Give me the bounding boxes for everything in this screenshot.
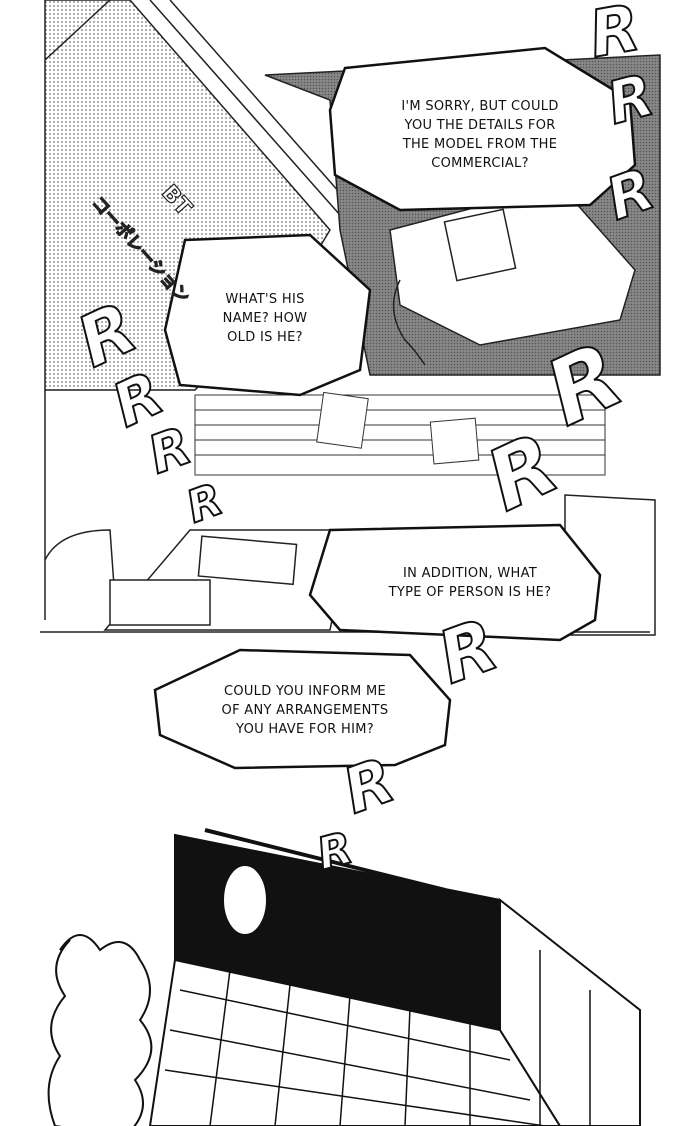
sound-effect-r: R [583, 0, 646, 74]
balloon-line: YOU THE DETAILS FOR [404, 118, 556, 133]
window-blinds [194, 391, 606, 476]
balloon-line: TYPE OF PERSON IS HE? [388, 585, 552, 600]
building [47, 828, 641, 1126]
speech-balloon-3: IN ADDITION, WHAT TYPE OF PERSON IS HE? [360, 564, 580, 602]
balloon-line: OF ANY ARRANGEMENTS [221, 703, 389, 718]
balloon-line: THE MODEL FROM THE [402, 137, 558, 152]
balloon-line: OLD IS HE? [227, 330, 303, 345]
balloon-line: IN ADDITION, WHAT [403, 566, 537, 581]
balloon-line: NAME? HOW [222, 311, 308, 326]
speech-balloon-1: I'M SORRY, BUT COULD YOU THE DETAILS FOR… [360, 97, 600, 173]
balloon-line: COMMERCIAL? [431, 156, 529, 171]
balloon-line: COULD YOU INFORM ME [223, 684, 387, 699]
balloon-line: YOU HAVE FOR HIM? [236, 722, 374, 737]
speech-balloons [153, 46, 637, 770]
balloon-line: WHAT'S HIS [225, 292, 305, 307]
speech-balloon-4: COULD YOU INFORM ME OF ANY ARRANGEMENTS … [195, 682, 415, 739]
balloon-line: I'M SORRY, BUT COULD [401, 99, 559, 114]
speech-balloon-2: WHAT'S HIS NAME? HOW OLD IS HE? [200, 290, 330, 347]
